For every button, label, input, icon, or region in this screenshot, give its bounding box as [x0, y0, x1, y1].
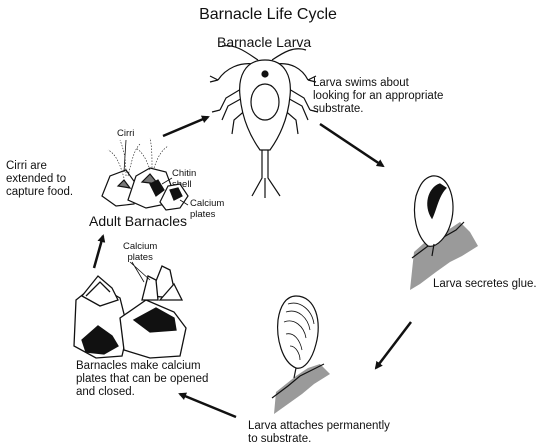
glue-larva-illustration: [410, 176, 478, 290]
arrow-attach-to-plates: [180, 394, 236, 417]
arrow-adult-to-larva: [163, 117, 208, 136]
calcium-plate-barnacles-illustration: [74, 262, 186, 358]
cycle-arrows: [94, 117, 411, 417]
adult-barnacles-illustration: [102, 138, 188, 210]
arrow-larva-to-glue: [320, 124, 383, 166]
attached-larva-illustration: [272, 296, 330, 414]
larva-illustration: [210, 46, 318, 198]
arrow-glue-to-attach: [376, 322, 411, 368]
arrow-plates-to-adult: [94, 236, 103, 268]
